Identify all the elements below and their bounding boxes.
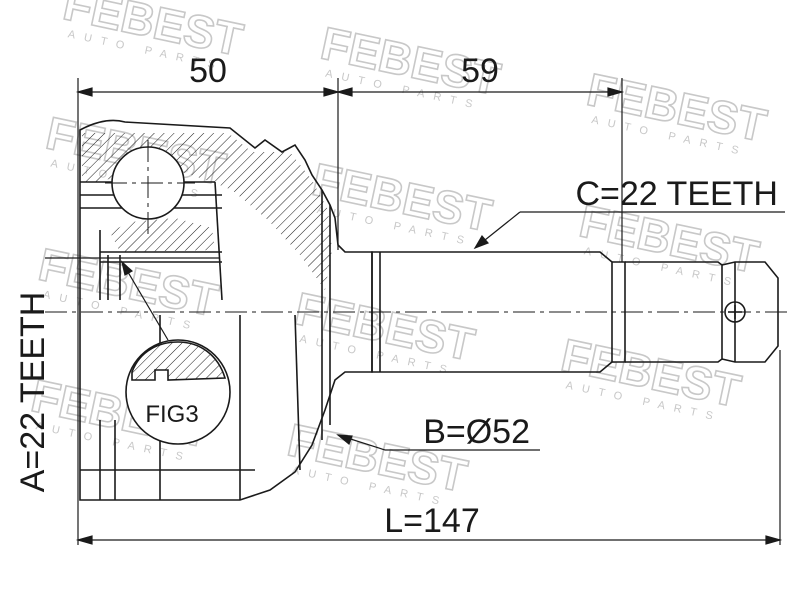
label-length: L=147 — [384, 502, 480, 540]
watermark-logo: FEBEST AUTO PARTS — [556, 328, 746, 425]
arrowhead — [607, 87, 625, 97]
arrowhead — [473, 234, 490, 250]
label-c-teeth: C=22 TEETH — [575, 175, 778, 213]
section-hatch — [110, 218, 215, 252]
arrowhead — [336, 434, 353, 445]
arrowhead — [323, 87, 341, 97]
dim-label-50: 50 — [189, 52, 227, 90]
label-b-diameter: B=Ø52 — [423, 413, 530, 451]
label-fig3: FIG3 — [145, 401, 198, 428]
center-lines — [45, 140, 790, 313]
section-hatch — [82, 133, 332, 290]
label-a-teeth: A=22 TEETH — [14, 292, 52, 493]
arrowhead — [335, 87, 353, 97]
arrowhead — [120, 260, 134, 276]
fig3-hatch — [131, 341, 227, 381]
watermark-logo: FEBEST AUTO PARTS — [290, 281, 480, 378]
dim-label-59: 59 — [461, 52, 499, 90]
housing-outline — [79, 119, 373, 501]
watermark-logo: FEBEST AUTO PARTS — [307, 152, 497, 249]
cage-line — [214, 181, 223, 301]
arrowhead — [75, 535, 93, 545]
fig3-detail — [125, 339, 231, 445]
arrowhead — [765, 535, 783, 545]
dimension-lines — [45, 78, 785, 545]
leader-fig3 — [121, 261, 169, 341]
arrowhead — [75, 87, 93, 97]
watermark-logo: FEBEST AUTO PARTS — [582, 62, 772, 159]
housing-line — [294, 314, 301, 471]
